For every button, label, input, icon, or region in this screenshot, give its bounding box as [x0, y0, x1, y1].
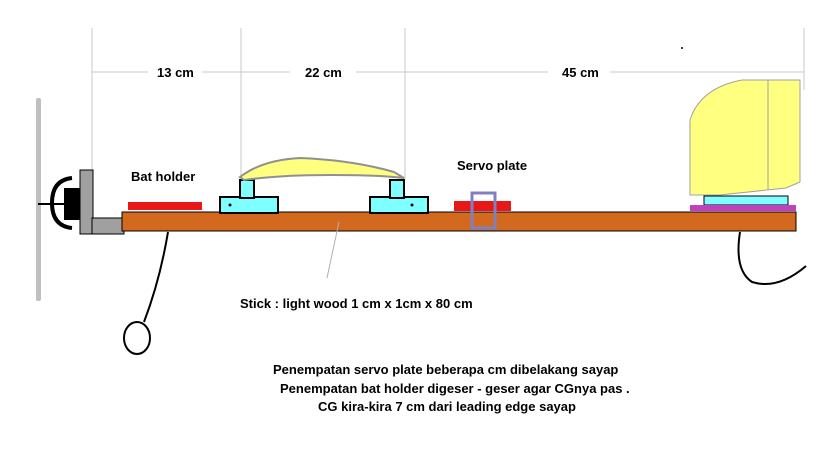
note-line-1: Penempatan servo plate beberapa cm dibel…: [273, 362, 619, 377]
note-line-2: Penempatan bat holder digeser - geser ag…: [280, 381, 630, 396]
wing-profile: [238, 156, 405, 182]
dimension-label-22cm: 22 cm: [305, 65, 342, 80]
servo-plate-label: Servo plate: [457, 158, 528, 173]
wing-mount-rear-post: [389, 179, 405, 199]
mount-screw-1: [228, 203, 232, 207]
tail-surface: [689, 79, 801, 196]
stray-dot: [681, 47, 683, 49]
tail-plate: [690, 205, 796, 211]
stick-pointer: [326, 221, 340, 279]
servo-plate-frame: [470, 191, 497, 230]
stick-label: Stick : light wood 1 cm x 1cm x 80 cm: [240, 296, 473, 311]
wing-mount-front-post: [239, 179, 255, 199]
tether-loop-front: [123, 321, 151, 355]
tail-mount: [703, 195, 789, 206]
tether-wire-rear: [737, 231, 807, 285]
tether-wire-front: [143, 231, 169, 323]
servo-plate: [454, 201, 511, 211]
bat-holder: [128, 202, 202, 210]
dimension-label-45cm: 45 cm: [562, 65, 599, 80]
wooden-stick: [121, 211, 797, 232]
motor-mount-post: [79, 169, 94, 235]
bat-holder-label: Bat holder: [131, 169, 196, 184]
propeller-blade: [36, 98, 41, 301]
motor-mount-base: [91, 217, 125, 235]
note-line-3: CG kira-kira 7 cm dari leading edge saya…: [318, 399, 576, 414]
mount-screw-2: [410, 203, 414, 207]
wing-mount-rear-base: [369, 196, 429, 214]
dimension-label-13cm: 13 cm: [157, 65, 194, 80]
